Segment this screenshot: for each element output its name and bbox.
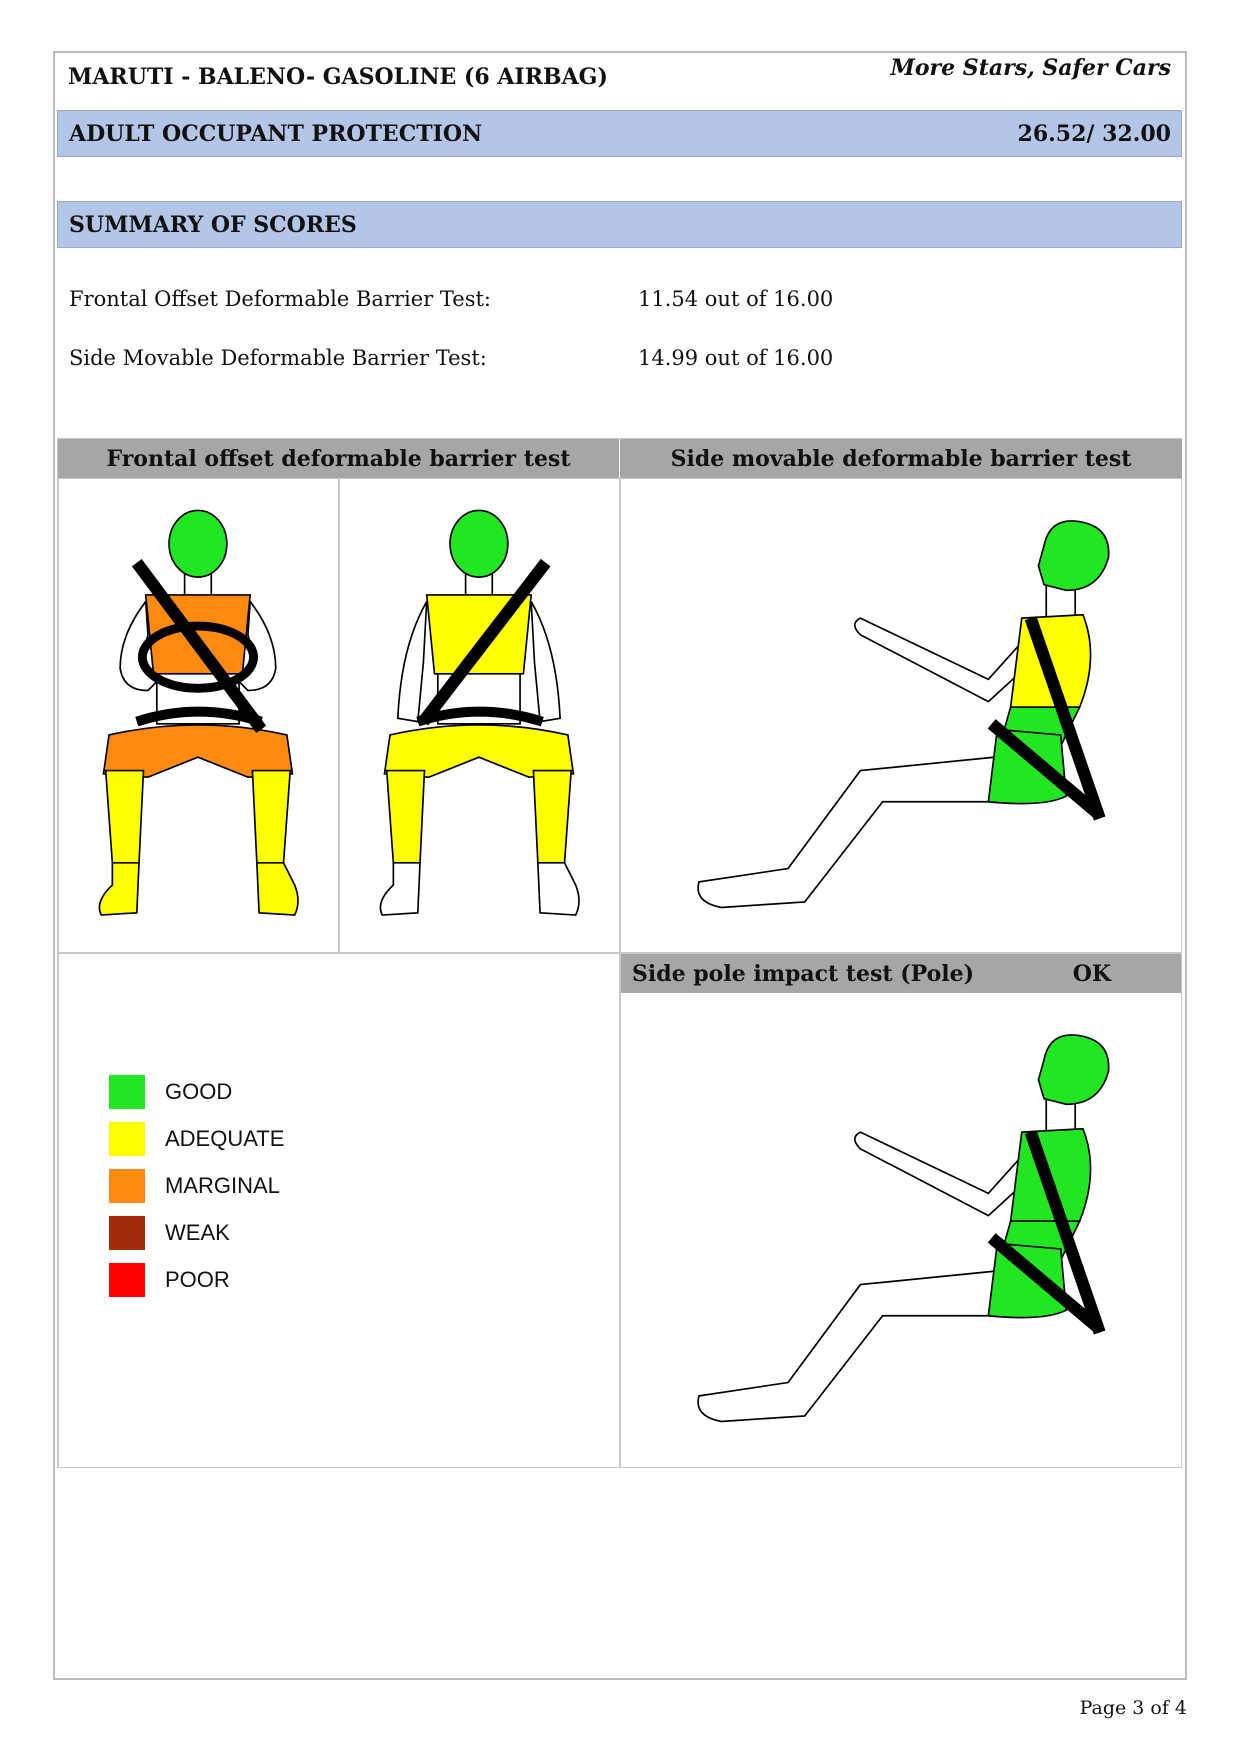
- report-title: MARUTI - BALENO- GASOLINE (6 AIRBAG): [68, 64, 608, 90]
- legend-good: GOOD: [109, 1075, 232, 1109]
- side-test-header: Side movable deformable barrier test: [620, 439, 1182, 478]
- summary-label: SUMMARY OF SCORES: [69, 211, 357, 238]
- page-frame: [53, 51, 1187, 1680]
- swatch-poor: [109, 1263, 145, 1297]
- swatch-weak: [109, 1216, 145, 1250]
- legend-cell: GOOD ADEQUATE MARGINAL WEAK POOR: [58, 953, 620, 1468]
- frontal-score-label: Frontal Offset Deformable Barrier Test:: [69, 287, 491, 311]
- legend-poor: POOR: [109, 1263, 230, 1297]
- driver-dummy-cell: [58, 478, 339, 953]
- pole-test-header: Side pole impact test (Pole) OK: [621, 954, 1181, 993]
- side-dummy-figure: [697, 520, 1110, 909]
- frontal-test-header: Frontal offset deformable barrier test: [58, 439, 619, 478]
- passenger-dummy-cell: [339, 478, 620, 953]
- pole-test-result: OK: [1072, 960, 1111, 987]
- side-dummy-cell: [620, 478, 1182, 953]
- legend-adequate: ADEQUATE: [109, 1122, 284, 1156]
- tagline: More Stars, Safer Cars: [890, 55, 1171, 81]
- side-score-label: Side Movable Deformable Barrier Test:: [69, 346, 487, 370]
- pole-test-label: Side pole impact test (Pole): [632, 960, 975, 987]
- pole-dummy-figure: [697, 1034, 1110, 1423]
- legend-weak: WEAK: [109, 1216, 230, 1250]
- swatch-adequate: [109, 1122, 145, 1156]
- frontal-score-value: 11.54 out of 16.00: [638, 287, 834, 311]
- adult-occupant-label: ADULT OCCUPANT PROTECTION: [69, 120, 483, 147]
- summary-band: SUMMARY OF SCORES: [57, 201, 1182, 248]
- swatch-good: [109, 1075, 145, 1109]
- pole-cell: Side pole impact test (Pole) OK: [620, 953, 1182, 1468]
- adult-occupant-band: ADULT OCCUPANT PROTECTION 26.52/ 32.00: [57, 110, 1182, 157]
- test-grid: Frontal offset deformable barrier test S…: [57, 438, 1182, 1468]
- side-score-value: 14.99 out of 16.00: [638, 346, 834, 370]
- legend-marginal: MARGINAL: [109, 1169, 280, 1203]
- passenger-dummy-figure: [379, 509, 580, 916]
- page-number: Page 3 of 4: [1079, 1697, 1187, 1719]
- adult-occupant-score: 26.52/ 32.00: [1017, 120, 1171, 147]
- driver-dummy-figure: [98, 509, 299, 916]
- swatch-marginal: [109, 1169, 145, 1203]
